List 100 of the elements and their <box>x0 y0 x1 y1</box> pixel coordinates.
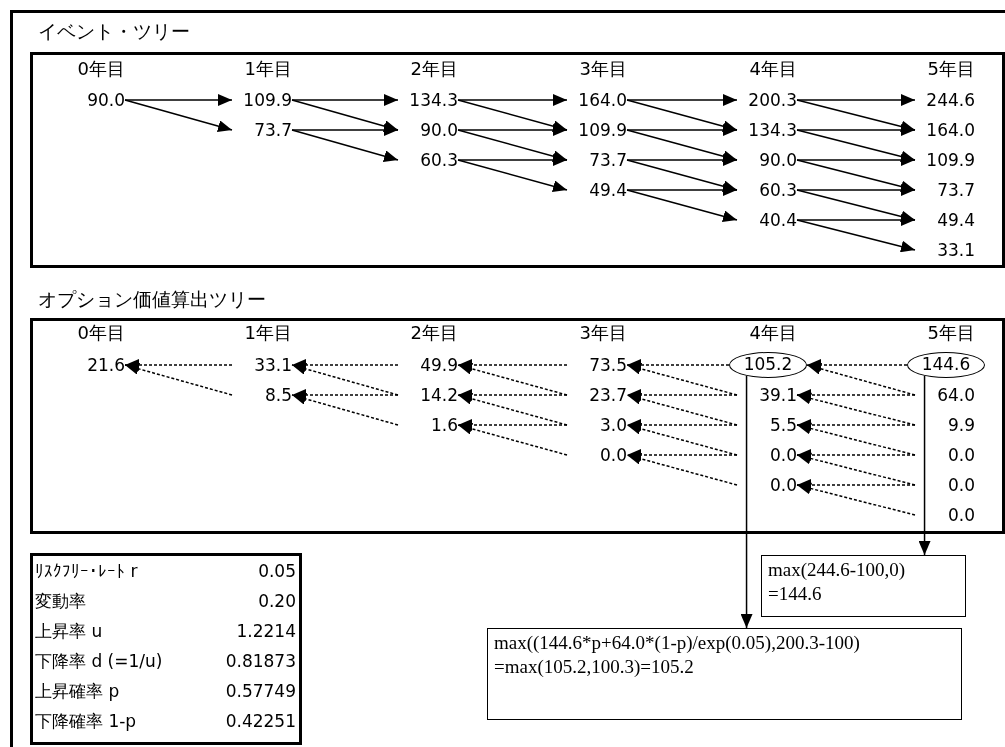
value-text: 23.7 <box>567 384 627 406</box>
arrow <box>291 129 399 162</box>
value-text: 73.5 <box>567 354 627 376</box>
value-text: 244.6 <box>915 89 975 111</box>
formula-text: =144.6 <box>768 582 823 606</box>
arrow <box>626 189 738 223</box>
parameter-name: ﾘｽｸﾌﾘｰ･ﾚｰﾄ r <box>35 560 138 583</box>
dashed-arrow <box>626 449 738 461</box>
formula-callout <box>487 628 962 720</box>
dashed-arrow <box>796 479 916 491</box>
panel-heading: オプション価値算出ツリー <box>38 287 266 312</box>
arrow <box>796 159 916 193</box>
value-text: 90.0 <box>398 119 458 141</box>
dashed-arrow <box>626 452 738 486</box>
year-header: 3年目 <box>579 58 627 80</box>
parameter-value: 0.42251 <box>225 710 296 733</box>
arrow <box>796 154 916 166</box>
dashed-arrow <box>291 389 399 401</box>
value-text: 14.2 <box>398 384 458 406</box>
year-header: 4年目 <box>749 58 797 80</box>
parameter-name: 上昇率 u <box>35 620 103 643</box>
value-text: 73.7 <box>915 179 975 201</box>
dashed-arrow <box>457 359 568 371</box>
dashed-arrow <box>457 389 568 401</box>
dashed-arrow <box>291 393 399 426</box>
arrow <box>124 99 233 132</box>
value-text: 73.7 <box>567 149 627 171</box>
dashed-arrow <box>626 389 738 401</box>
year-header: 0年目 <box>77 58 125 80</box>
parameter-value: 0.57749 <box>225 680 296 703</box>
arrow <box>291 99 399 132</box>
value-text: 5.5 <box>737 414 797 436</box>
year-header: 5年目 <box>927 58 975 80</box>
parameter-value: 0.05 <box>258 560 296 583</box>
parameter-name: 下降率 d (=1/u) <box>35 650 163 673</box>
year-header: 4年目 <box>749 322 797 344</box>
value-text: 49.9 <box>398 354 458 376</box>
value-text: 109.9 <box>232 89 292 111</box>
arrow <box>796 189 916 223</box>
value-text: 109.9 <box>567 119 627 141</box>
value-text: 0.0 <box>737 474 797 496</box>
value-text: 0.0 <box>915 474 975 496</box>
arrow <box>796 129 916 163</box>
arrow <box>626 129 738 163</box>
year-header: 1年目 <box>244 322 292 344</box>
dashed-arrow <box>124 363 233 396</box>
formula-callout <box>761 555 966 617</box>
value-text: 90.0 <box>737 149 797 171</box>
year-header: 2年目 <box>410 322 458 344</box>
dashed-arrow <box>796 482 916 516</box>
arrow <box>626 124 738 136</box>
arrow <box>291 94 399 106</box>
value-text: 73.7 <box>232 119 292 141</box>
dashed-arrow <box>291 359 399 371</box>
parameter-name: 変動率 <box>35 590 86 613</box>
value-text: 200.3 <box>737 89 797 111</box>
formula-text: max((144.6*p+64.0*(1-p)/exp(0.05),200.3-100) <box>494 631 861 655</box>
arrow <box>626 154 738 166</box>
arrow <box>626 159 738 193</box>
value-text: 1.6 <box>398 414 458 436</box>
year-header: 2年目 <box>410 58 458 80</box>
arrow <box>457 99 568 133</box>
parameter-name: 下降確率 1-p <box>35 710 137 733</box>
value-text: 49.4 <box>915 209 975 231</box>
parameter-value: 1.2214 <box>236 620 296 643</box>
arrow <box>796 94 916 106</box>
dashed-arrow <box>796 389 916 401</box>
arrow <box>796 214 916 226</box>
value-text: 90.0 <box>65 89 125 111</box>
arrow <box>796 99 916 133</box>
arrow <box>457 124 568 136</box>
value-text: 49.4 <box>567 179 627 201</box>
arrow <box>457 129 568 163</box>
value-text: 164.0 <box>567 89 627 111</box>
arrow <box>457 154 568 166</box>
parameter-value: 0.81873 <box>225 650 296 673</box>
year-header: 0年目 <box>77 322 125 344</box>
arrow <box>457 159 568 193</box>
value-text: 33.1 <box>232 354 292 376</box>
arrow <box>796 124 916 136</box>
dashed-arrow <box>806 359 908 371</box>
parameter-name: 上昇確率 p <box>35 680 120 703</box>
value-text: 0.0 <box>737 444 797 466</box>
arrow <box>626 94 738 106</box>
arrow <box>291 124 399 136</box>
dashed-arrow <box>796 419 916 431</box>
arrow <box>626 99 738 133</box>
arrow <box>740 375 753 629</box>
panel-heading: イベント・ツリー <box>38 19 190 44</box>
parameter-value: 0.20 <box>258 590 296 613</box>
arrow <box>796 184 916 196</box>
value-text: 164.0 <box>915 119 975 141</box>
value-text: 64.0 <box>915 384 975 406</box>
value-text: 109.9 <box>915 149 975 171</box>
formula-text: max(244.6-100,0) <box>768 558 907 582</box>
dashed-arrow <box>626 359 730 371</box>
year-header: 1年目 <box>244 58 292 80</box>
value-text: 33.1 <box>915 239 975 261</box>
value-text: 0.0 <box>915 504 975 526</box>
year-header: 3年目 <box>579 322 627 344</box>
